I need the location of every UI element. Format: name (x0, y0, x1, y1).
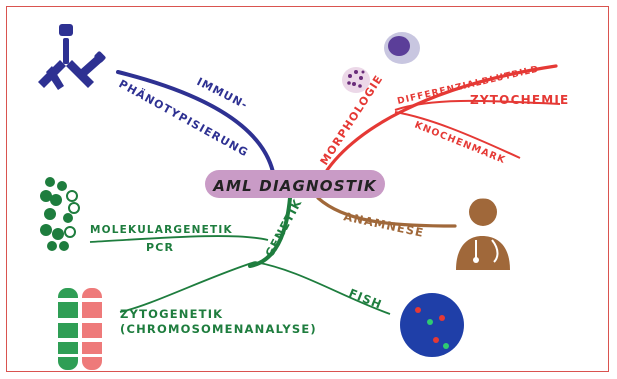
immun-label-line1: IMMUN- (195, 75, 251, 112)
chromosome-red (82, 288, 102, 370)
anamnese-label: ANAMNESE (342, 209, 425, 240)
genetik-label: GENETIK (262, 196, 305, 259)
center-node: AML DIAGNOSTIK (205, 170, 385, 198)
pcr-label: PCR (146, 241, 174, 254)
molekular-branch-line (90, 236, 268, 242)
center-label: AML DIAGNOSTIK (212, 177, 377, 195)
molekulargenetik-label: MOLEKULARGENETIK (90, 224, 233, 236)
fish-nucleus-icon (400, 293, 464, 357)
zytochemie-label: ZYTOCHEMIE (470, 93, 569, 107)
knochenmark-label: KNOCHENMARK (413, 120, 507, 167)
chromosome-icon (58, 288, 102, 370)
fish-label: FISH (347, 286, 385, 312)
chromosome-green (58, 288, 78, 370)
zytogenetik-branch-line (120, 262, 255, 312)
antibody-icon (38, 24, 106, 90)
doctor-icon (456, 197, 510, 270)
dna-helix-icon (40, 177, 79, 251)
chromosomenanalyse-label: (CHROMOSOMENANALYSE) (120, 322, 317, 336)
zytogenetik-label: ZYTOGENETIK (120, 307, 223, 321)
